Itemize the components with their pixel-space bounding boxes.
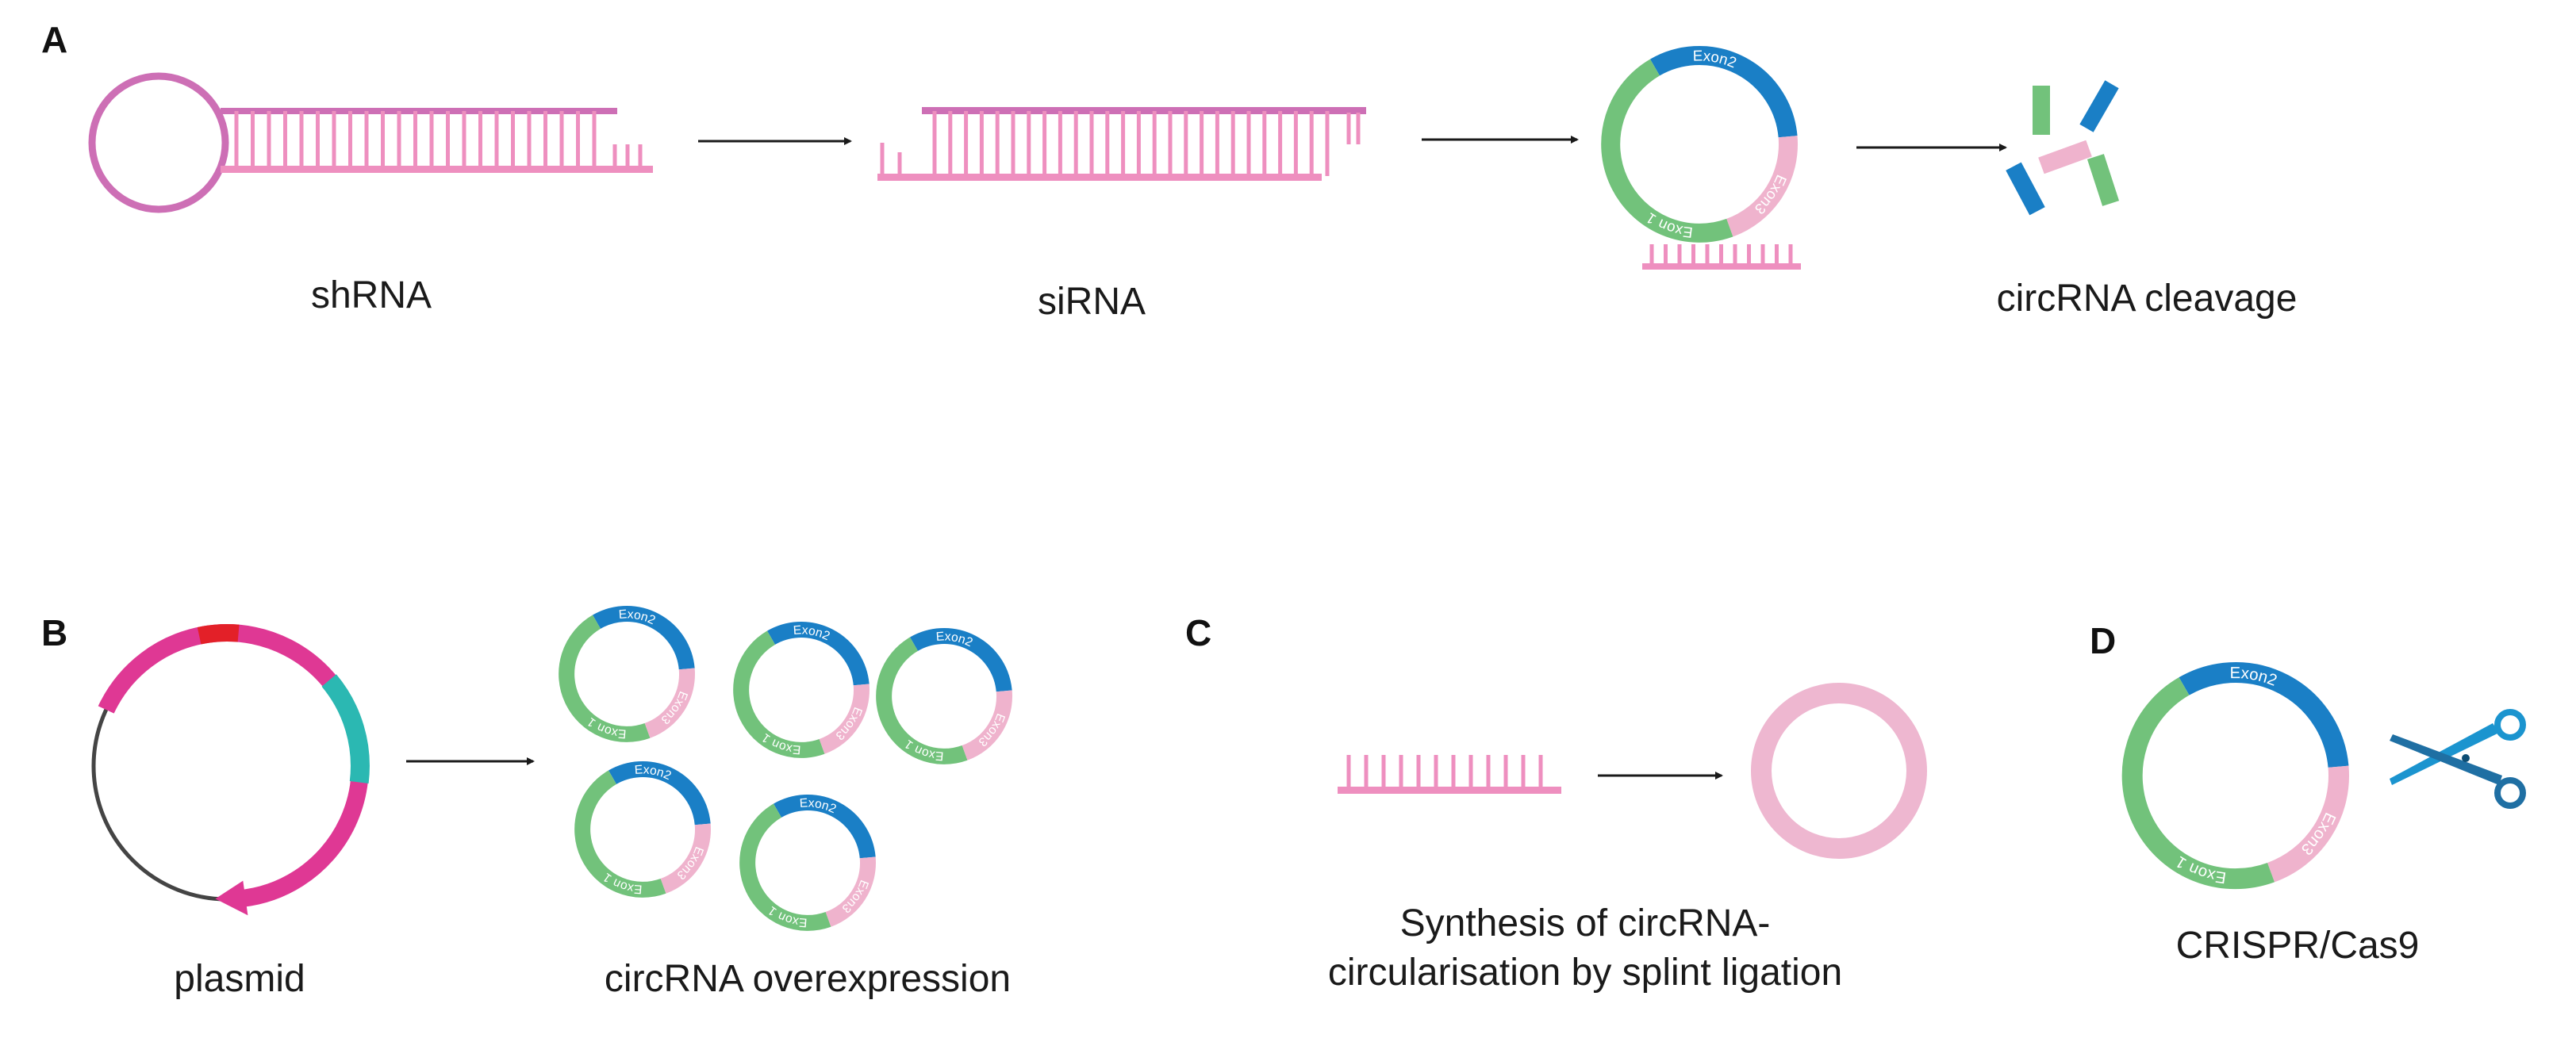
caption-synthesis-line-1: Synthesis of circRNA- xyxy=(1400,902,1771,944)
panel-label-d: D xyxy=(2090,620,2116,661)
linear-rna-backbone xyxy=(1338,787,1561,794)
panel-label-b: B xyxy=(41,612,67,653)
exon1-label: Exon 1 xyxy=(601,870,643,896)
exon1-label-text: Exon 1 xyxy=(585,714,627,741)
caption-crispr-cas9: CRISPR/Cas9 xyxy=(2176,925,2420,967)
plasmid-gene-segment xyxy=(98,624,369,908)
plasmid-teal-segment xyxy=(321,674,370,783)
caption-synthesis-line-2: circularisation by splint ligation xyxy=(1328,952,1842,994)
sirna-base-pairs xyxy=(880,111,1361,176)
plasmid-red-segment xyxy=(197,624,240,645)
panel-label-a: A xyxy=(41,19,67,60)
sirna-duplex xyxy=(877,107,1366,181)
guide-base-pairs xyxy=(1649,244,1793,266)
scissors-pivot xyxy=(2462,754,2470,762)
shrna-top-strand xyxy=(221,108,617,114)
plasmid-map xyxy=(91,624,370,916)
exon1-label-text: Exon 1 xyxy=(902,737,944,763)
circrna-fragments xyxy=(2006,80,2120,216)
exon2-label-text: Exon2 xyxy=(1693,47,1739,71)
exon3-segment xyxy=(644,668,695,738)
exon3-segment xyxy=(1726,136,1799,237)
sirna-top-strand xyxy=(922,107,1366,114)
exon1-label: Exon 1 xyxy=(766,903,808,929)
exon1-label: Exon 1 xyxy=(759,730,801,757)
exon1-segment xyxy=(2121,677,2275,890)
fragment-blue-1 xyxy=(2079,80,2119,132)
exon2-segment xyxy=(608,761,711,826)
caption-circrna-cleavage: circRNA cleavage xyxy=(1997,278,2298,320)
exon2-segment xyxy=(910,628,1012,692)
shrna-overhang xyxy=(612,144,643,168)
exon2-segment xyxy=(1650,45,1798,138)
caption-plasmid: plasmid xyxy=(174,958,305,1000)
fragment-green-2 xyxy=(2087,154,2120,206)
exon3-segment xyxy=(962,690,1012,760)
shrna-bottom-strand xyxy=(221,166,653,173)
exon1-segment xyxy=(1601,59,1733,243)
caption-shrna: shRNA xyxy=(311,274,432,316)
shrna-loop xyxy=(88,72,229,213)
exon1-label-text: Exon 1 xyxy=(759,730,801,757)
shrna-base-pairs xyxy=(234,111,597,168)
exon3-segment xyxy=(660,823,711,894)
synthetic-circrna-ring xyxy=(1751,683,1927,859)
guide-strand xyxy=(1642,244,1801,270)
linear-rna-bases xyxy=(1346,755,1543,790)
exon2-segment xyxy=(774,795,876,859)
plasmid-arrowhead xyxy=(215,880,248,916)
sirna-bottom-strand xyxy=(877,174,1322,181)
exon2-label: Exon2 xyxy=(1693,47,1739,71)
exon2-segment xyxy=(767,622,870,686)
scissors-blade-bottom xyxy=(2390,734,2502,785)
panel-label-c: C xyxy=(1185,612,1211,653)
scissors-handle-bottom xyxy=(2494,777,2526,809)
exon1-segment xyxy=(739,803,831,931)
exon1-segment xyxy=(574,770,666,898)
shrna-hairpin xyxy=(88,72,653,213)
exon3-segment xyxy=(819,684,870,754)
scissors-icon xyxy=(2390,709,2526,809)
linear-rna xyxy=(1338,755,1561,794)
exon1-label: Exon 1 xyxy=(585,714,627,741)
caption-circrna-overexpression: circRNA overexpression xyxy=(605,958,1011,1000)
exon3-segment xyxy=(2267,765,2349,883)
exon1-label: Exon 1 xyxy=(902,737,944,763)
exon2-segment xyxy=(593,606,695,670)
fragment-green-1 xyxy=(2033,86,2050,135)
exon2-segment xyxy=(2179,662,2349,768)
exon1-label-text: Exon 1 xyxy=(766,903,808,929)
exon1-segment xyxy=(559,615,651,742)
exon1-segment xyxy=(876,637,968,764)
exon3-segment xyxy=(825,856,876,927)
caption-sirna: siRNA xyxy=(1038,281,1146,323)
scissors-handle-top xyxy=(2494,709,2526,741)
exon1-segment xyxy=(733,630,825,758)
fragment-pink xyxy=(2038,140,2092,174)
exon1-label-text: Exon 1 xyxy=(601,870,643,896)
fragment-blue-2 xyxy=(2006,162,2045,216)
